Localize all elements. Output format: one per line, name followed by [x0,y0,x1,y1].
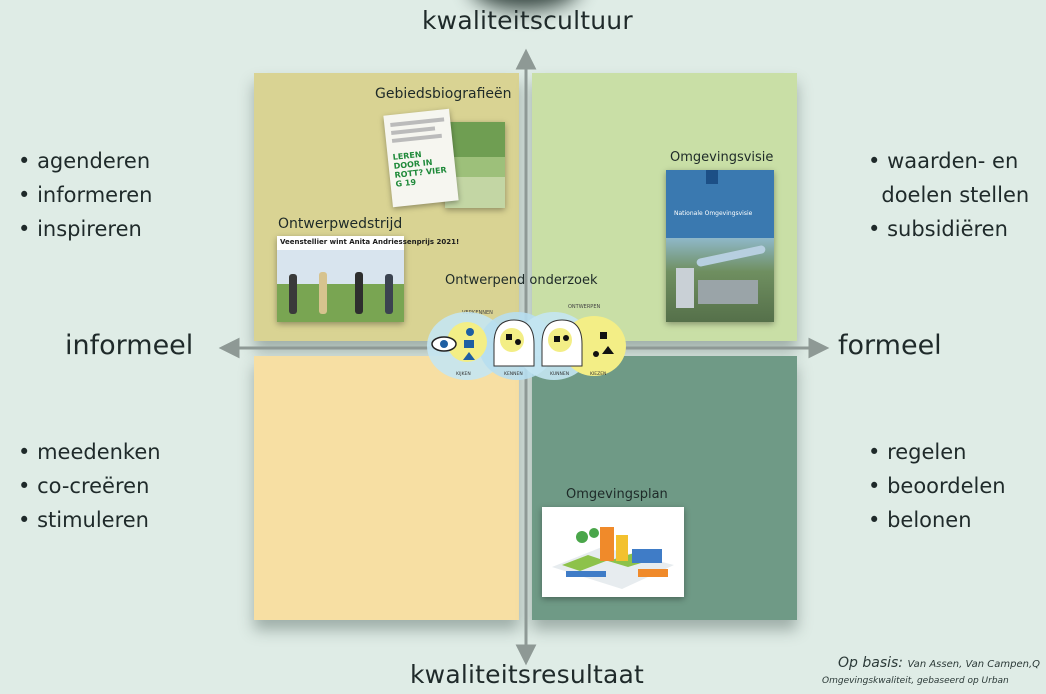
step-label: KIJKEN [456,371,471,377]
footnote-line1: Op basis: Van Assen, Van Campen,Q [838,655,1040,671]
arrow-up [515,48,537,70]
arc-label: VERKENNEN [462,310,493,316]
axis-title-left: informeel [65,330,194,361]
arc-label: ONTWERPEN [568,304,600,310]
step-label: KUNNEN [550,371,569,377]
arrow-left [218,337,240,359]
list-item: co-creëren [18,469,161,503]
omgevingsplan-illustration [542,507,684,597]
list-item: waarden- en [868,144,1029,178]
top-shadow [470,0,580,10]
list-bottom-left: meedenken co-creëren stimuleren [18,435,161,537]
list-bottom-right: regelen beoordelen belonen [868,435,1006,537]
booklet-text: LEREN DOOR IN ROTT? VIER G 19 [392,149,448,189]
booklet-image-front: LEREN DOOR IN ROTT? VIER G 19 [383,108,459,208]
list-item: beoordelen [868,469,1006,503]
list-top-left: agenderen informeren inspireren [18,144,153,246]
footnote-line2: Omgevingskwaliteit, gebaseerd op Urban [822,676,1009,686]
arrow-right [808,337,830,359]
list-item: meedenken [18,435,161,469]
list-item: informeren [18,178,152,212]
footnote-authors: Van Assen, Van Campen,Q [907,659,1041,670]
axis-title-top: kwaliteitscultuur [422,6,633,35]
quadrant-bottom-left [254,356,519,620]
ontwerpend-onderzoek-diagram: VERKENNEN ONTWERPEN KIJKEN KENNEN KUNNEN… [427,304,626,380]
photo-caption: Veenstellier wint Anita Andriessenprijs … [280,238,460,246]
omgevingsvisie-cover: Nationale Omgevingsvisie [666,170,774,322]
label-gebiedsbiografieen: Gebiedsbiografieën [375,86,512,102]
step-label: KIEZEN [590,371,606,377]
list-item: inspireren [18,212,153,246]
list-item: regelen [868,435,1006,469]
arrow-down [515,644,537,666]
axis-title-bottom: kwaliteitsresultaat [410,660,645,689]
step-label: KENNEN [504,371,523,377]
list-item: doelen stellen [881,183,1030,207]
label-omgevingsvisie: Omgevingsvisie [670,150,774,165]
photo-walkers: Veenstellier wint Anita Andriessenprijs … [277,236,459,322]
axis-title-right: formeel [838,330,942,361]
list-top-right: waarden- en doelen stellen subsidiëren [868,144,1029,246]
footnote-lead: Op basis: [838,655,904,671]
cover-title: Nationale Omgevingsvisie [674,210,753,217]
label-ontwerpend-onderzoek: Ontwerpend onderzoek [445,273,598,288]
list-item: subsidiëren [868,212,1029,246]
label-omgevingsplan: Omgevingsplan [566,487,668,502]
list-item: agenderen [18,144,153,178]
list-item: stimuleren [18,503,161,537]
list-item: belonen [868,503,1006,537]
label-ontwerpwedstrijd: Ontwerpwedstrijd [278,216,403,232]
